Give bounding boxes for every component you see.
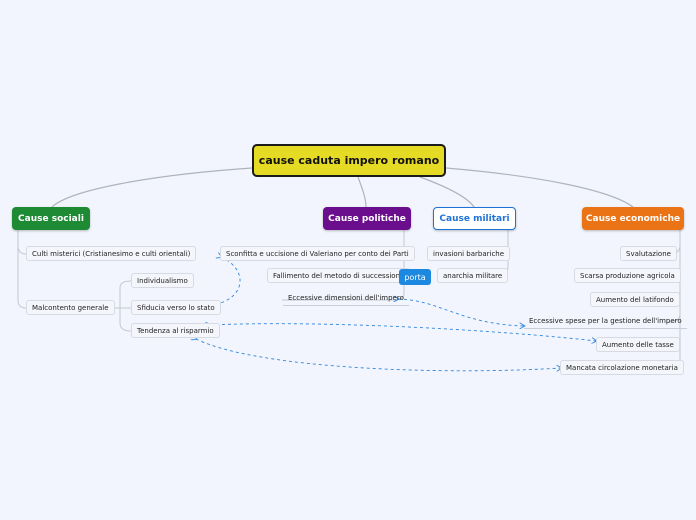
branch-cause-militari[interactable]: Cause militari xyxy=(433,207,516,230)
topic-sconfitta-valeriano[interactable]: Sconfitta e uccisione di Valeriano per c… xyxy=(220,246,415,261)
topic-sfiducia-verso-lo-stato[interactable]: Sfiducia verso lo stato xyxy=(131,300,221,315)
topic-anarchia-militare[interactable]: anarchia militare xyxy=(437,268,509,283)
topic-aumento-tasse[interactable]: Aumento delle tasse xyxy=(596,337,680,352)
topic-fallimento-successione[interactable]: Fallimento del metodo di successione xyxy=(267,268,411,283)
topic-aumento-latifondo[interactable]: Aumento del latifondo xyxy=(590,292,680,307)
topic-invasioni-barbariche[interactable]: invasioni barbariche xyxy=(427,246,511,261)
relation-risparmio-circolazione xyxy=(196,339,561,371)
root-topic[interactable]: cause caduta impero romano xyxy=(252,144,446,177)
relation-sconfitta-sfiducia xyxy=(212,257,241,305)
topic-scarsa-produzione-agricola[interactable]: Scarsa produzione agricola xyxy=(574,268,681,283)
topic-eccessive-spese[interactable]: Eccessive spese per la gestione dell'imp… xyxy=(524,314,687,329)
branch-cause-sociali[interactable]: Cause sociali xyxy=(12,207,90,230)
link-root-politiche xyxy=(357,176,367,208)
relation-label-porta[interactable]: porta xyxy=(399,269,431,285)
topic-individualismo[interactable]: Individualismo xyxy=(131,273,194,288)
link-root-militari xyxy=(419,176,475,208)
topic-malcontento-generale[interactable]: Malcontento generale xyxy=(26,300,115,315)
relation-dimensioni-spese xyxy=(398,299,524,326)
topic-mancata-circolazione[interactable]: Mancata circolazione monetaria xyxy=(560,360,684,375)
link-root-economiche xyxy=(445,167,634,208)
topic-eccessive-dimensioni[interactable]: Eccessive dimensioni dell'impero xyxy=(283,291,409,306)
branch-cause-economiche[interactable]: Cause economiche xyxy=(582,207,684,230)
topic-tendenza-al-risparmio[interactable]: Tendenza al risparmio xyxy=(131,323,220,338)
link-root-sociali xyxy=(51,167,253,208)
topic-svalutazione[interactable]: Svalutazione xyxy=(620,246,677,261)
branch-cause-politiche[interactable]: Cause politiche xyxy=(323,207,411,230)
topic-culti-misterici[interactable]: Culti misterici (Cristianesimo e culti o… xyxy=(26,246,197,261)
